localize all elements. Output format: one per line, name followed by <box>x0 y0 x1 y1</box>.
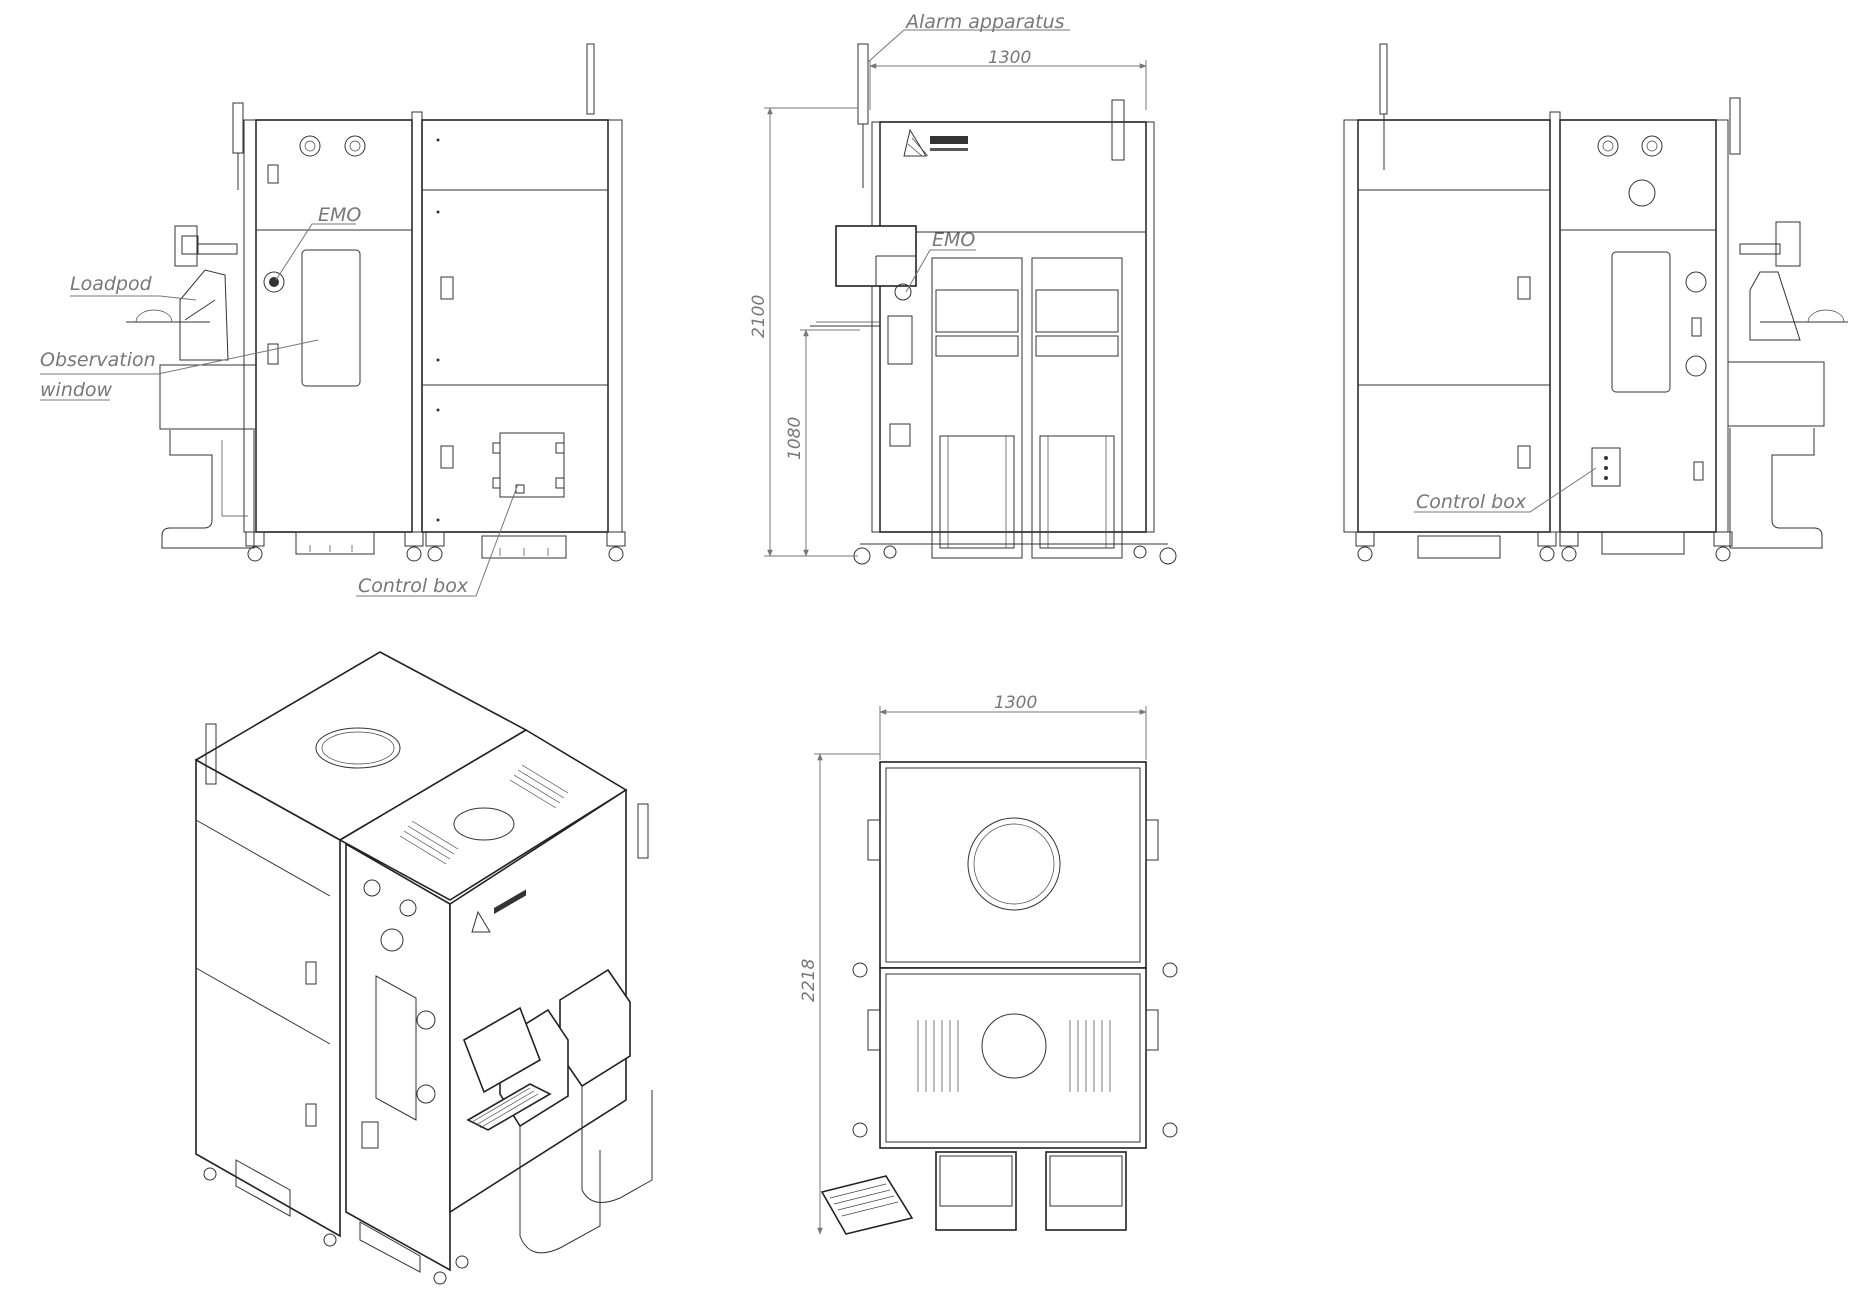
callouts: Alarm apparatus EMO EMO Loadpod Observat… <box>40 11 1597 597</box>
dim-top-depth: 2218 <box>799 959 819 1002</box>
emo-button-icon <box>894 283 912 301</box>
callout-alarm-apparatus: Alarm apparatus <box>904 11 1065 33</box>
callout-emo-left: EMO <box>318 204 361 226</box>
front-view: 1300 2100 1080 <box>749 43 1177 565</box>
top-view: 1300 2218 <box>799 693 1178 1235</box>
left-side-view <box>126 43 626 562</box>
callout-observation-line2: window <box>40 379 113 401</box>
monitor-icon <box>835 225 917 287</box>
observation-window <box>1611 251 1671 393</box>
vent-grille <box>917 1020 1111 1092</box>
callout-emo-front: EMO <box>932 229 975 251</box>
loadpod <box>1739 221 1848 341</box>
keyboard-icon <box>820 1175 914 1235</box>
company-logo <box>471 889 526 933</box>
fan-icon <box>299 135 366 157</box>
callout-loadpod: Loadpod <box>70 273 153 295</box>
loadpod <box>126 225 238 361</box>
caster-icon <box>853 545 1177 565</box>
callout-control-box-left: Control box <box>358 575 469 597</box>
caster-icon <box>1355 531 1733 562</box>
caster-icon <box>203 1167 469 1285</box>
loadport-right <box>1031 257 1123 559</box>
right-side-view <box>1343 43 1848 562</box>
dim-loadport-height: 1080 <box>785 417 805 460</box>
dim-front-width: 1300 <box>988 48 1031 68</box>
callout-control-box-right: Control box <box>1416 491 1527 513</box>
isometric-view <box>194 651 653 1285</box>
control-box-panel <box>1591 447 1621 487</box>
observation-window <box>301 249 361 387</box>
loadport-left <box>931 257 1023 559</box>
vent-grille <box>399 764 569 865</box>
caster-icon <box>245 531 626 562</box>
control-box-panel <box>499 432 565 498</box>
dim-top-width: 1300 <box>994 693 1037 713</box>
fan-icon <box>1597 135 1663 157</box>
callout-observation-line1: Observation <box>40 349 156 371</box>
fan-icon <box>363 879 417 917</box>
company-logo <box>903 128 968 157</box>
dim-front-height: 2100 <box>749 295 769 338</box>
